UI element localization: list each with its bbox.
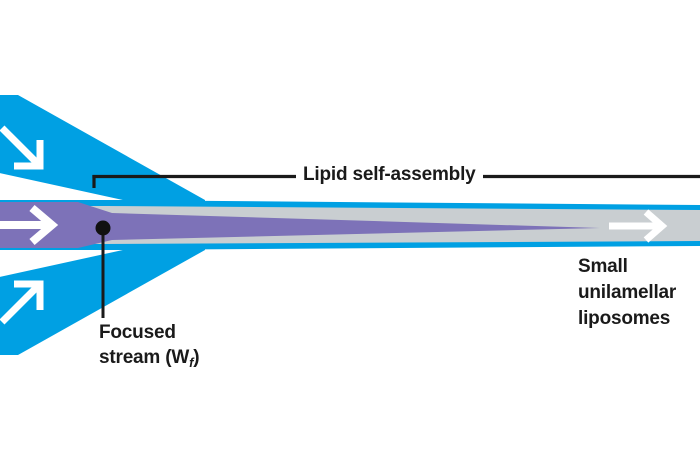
small-unilamellar-liposomes-label: Small unilamellar liposomes: [578, 254, 676, 332]
top-inlet-arrow-icon: [0, 125, 44, 170]
outlet-arrow-icon: [609, 209, 668, 243]
focused-stream-label-subscript: f: [189, 355, 194, 370]
bottom-inlet-arrow-icon: [0, 280, 44, 325]
focused-stream-label-line2-suffix: ): [193, 347, 200, 368]
center-inlet-arrow-icon: [0, 204, 59, 246]
focused-stream-callout: [95, 220, 111, 318]
focused-stream-label: Focused stream (Wf): [99, 320, 200, 371]
focused-stream-label-line2-prefix: stream (W: [99, 347, 190, 368]
lipid-self-assembly-label: Lipid self-assembly: [296, 163, 483, 187]
liposome-label-line3: liposomes: [578, 308, 671, 329]
liposome-label-line2: unilamellar: [578, 282, 677, 303]
sheath-inlet-top: [0, 95, 205, 218]
liposome-label-line1: Small: [578, 256, 628, 277]
focused-stream-label-line1: Focused: [99, 322, 176, 343]
focused-lipid-stream: [0, 202, 600, 248]
